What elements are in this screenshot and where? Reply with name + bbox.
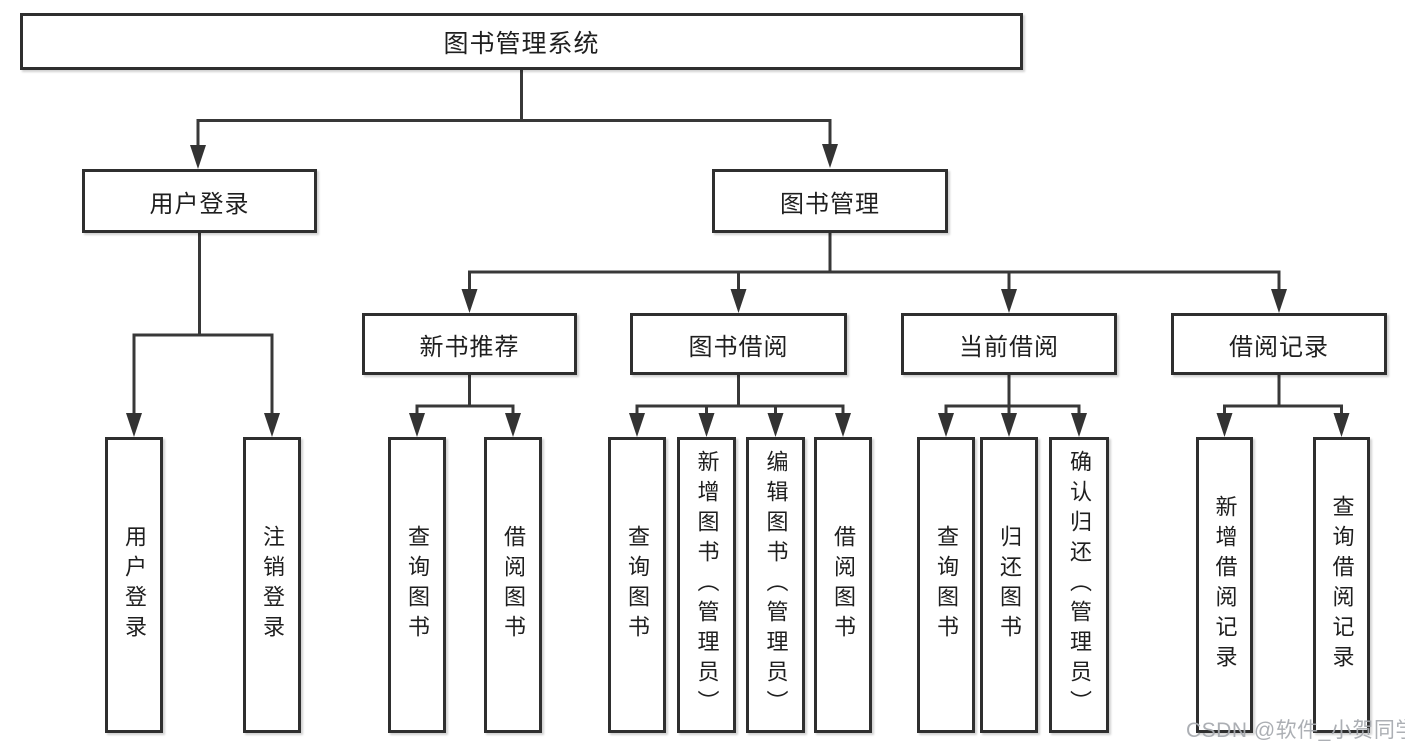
leaf-label: 注销登录	[260, 525, 285, 645]
connector-root-to-level2	[190, 70, 838, 169]
leaf-bb-add-book-admin: 新增图书（管理员）	[677, 437, 736, 733]
leaf-cb-confirm-return-admin: 确认归还（管理员）	[1049, 437, 1109, 733]
leaf-label: 确认归还（管理员）	[1067, 450, 1092, 720]
leaf-bb-borrow-books: 借阅图书	[814, 437, 872, 733]
node-new-book-recommendation: 新书推荐	[362, 313, 577, 375]
connector-new-book-group	[409, 375, 521, 437]
connector-user-login-group	[126, 233, 280, 437]
node-user-login: 用户登录	[82, 169, 317, 233]
leaf-br-query-record: 查询借阅记录	[1313, 437, 1370, 733]
node-book-borrowing: 图书借阅	[630, 313, 847, 375]
leaf-label: 借阅图书	[501, 525, 526, 645]
node-label: 图书管理系统	[443, 29, 600, 58]
leaf-br-add-record: 新增借阅记录	[1196, 437, 1253, 733]
leaf-nbr-query-books: 查询图书	[388, 437, 446, 733]
leaf-cb-query-books: 查询图书	[917, 437, 975, 733]
leaf-bb-query-books: 查询图书	[608, 437, 666, 733]
node-book-management: 图书管理	[712, 169, 948, 233]
node-root: 图书管理系统	[20, 13, 1023, 70]
leaf-label: 查询图书	[405, 525, 430, 645]
leaf-bb-edit-book-admin: 编辑图书（管理员）	[746, 437, 805, 733]
node-current-borrowing: 当前借阅	[901, 313, 1117, 375]
node-label: 借阅记录	[1229, 333, 1329, 361]
leaf-logout: 注销登录	[243, 437, 301, 733]
leaf-nbr-borrow-books: 借阅图书	[484, 437, 542, 733]
node-label: 新书推荐	[419, 333, 520, 361]
connector-borrowing-records-group	[1216, 375, 1350, 437]
watermark: CSDN @软件_小贺同学	[1186, 719, 1405, 742]
connector-book-management-group	[461, 233, 1287, 313]
leaf-label: 查询借阅记录	[1329, 495, 1355, 675]
leaf-label: 新增图书（管理员）	[694, 450, 720, 720]
leaf-label: 用户登录	[122, 525, 147, 645]
node-label: 图书借阅	[688, 333, 789, 361]
leaf-label: 查询图书	[625, 525, 650, 645]
node-label: 用户登录	[149, 190, 250, 218]
leaf-label: 新增借阅记录	[1212, 495, 1238, 675]
leaf-label: 借阅图书	[831, 525, 856, 645]
connector-book-borrowing-group	[629, 375, 851, 437]
node-label: 当前借阅	[959, 333, 1059, 361]
leaf-cb-return-books: 归还图书	[980, 437, 1038, 733]
leaf-label: 编辑图书（管理员）	[763, 450, 789, 720]
node-borrowing-records: 借阅记录	[1171, 313, 1387, 375]
leaf-label: 归还图书	[997, 525, 1022, 645]
leaf-label: 查询图书	[934, 525, 959, 645]
connector-current-borrowing-group	[938, 375, 1087, 437]
node-label: 图书管理	[780, 190, 880, 218]
leaf-user-login: 用户登录	[105, 437, 163, 733]
